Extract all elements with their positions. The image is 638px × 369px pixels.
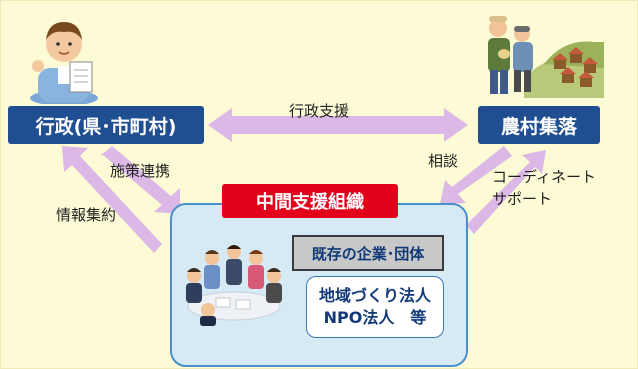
existing-org-box: 既存の企業･団体 xyxy=(292,235,444,271)
farmers-with-houses-icon xyxy=(488,16,604,98)
admin-support-label: 行政支援 xyxy=(289,102,350,120)
org-title-label: 中間支援組織 xyxy=(256,192,364,213)
village-label: 農村集落 xyxy=(500,115,577,138)
consult-arrow xyxy=(440,146,512,204)
org-type-2: NPO法人 等 xyxy=(323,308,427,327)
existing-org-label: 既存の企業･団体 xyxy=(311,244,425,263)
coordinate-arrow xyxy=(466,150,546,234)
coordinate-label: コーディネート xyxy=(492,168,596,186)
policy-link-label: 施策連携 xyxy=(110,162,171,180)
intermediate-org-title: 中間支援組織 xyxy=(222,184,398,218)
consult-label: 相談 xyxy=(428,152,459,170)
info-gather-label: 情報集約 xyxy=(56,206,117,224)
org-types-box: 地域づくり法人 NPO法人 等 xyxy=(306,276,444,338)
support-label: サポート xyxy=(492,190,553,208)
info-gather-arrow xyxy=(62,146,162,253)
org-type-1: 地域づくり法人 xyxy=(318,286,431,305)
meeting-people-icon xyxy=(186,245,282,326)
village-node: 農村集落 xyxy=(478,106,600,144)
official-with-clipboard-icon xyxy=(30,22,98,104)
admin-support-arrow xyxy=(208,108,468,142)
admin-label: 行政(県･市町村) xyxy=(35,115,177,138)
policy-link-arrow xyxy=(100,146,180,214)
admin-node: 行政(県･市町村) xyxy=(8,106,204,144)
